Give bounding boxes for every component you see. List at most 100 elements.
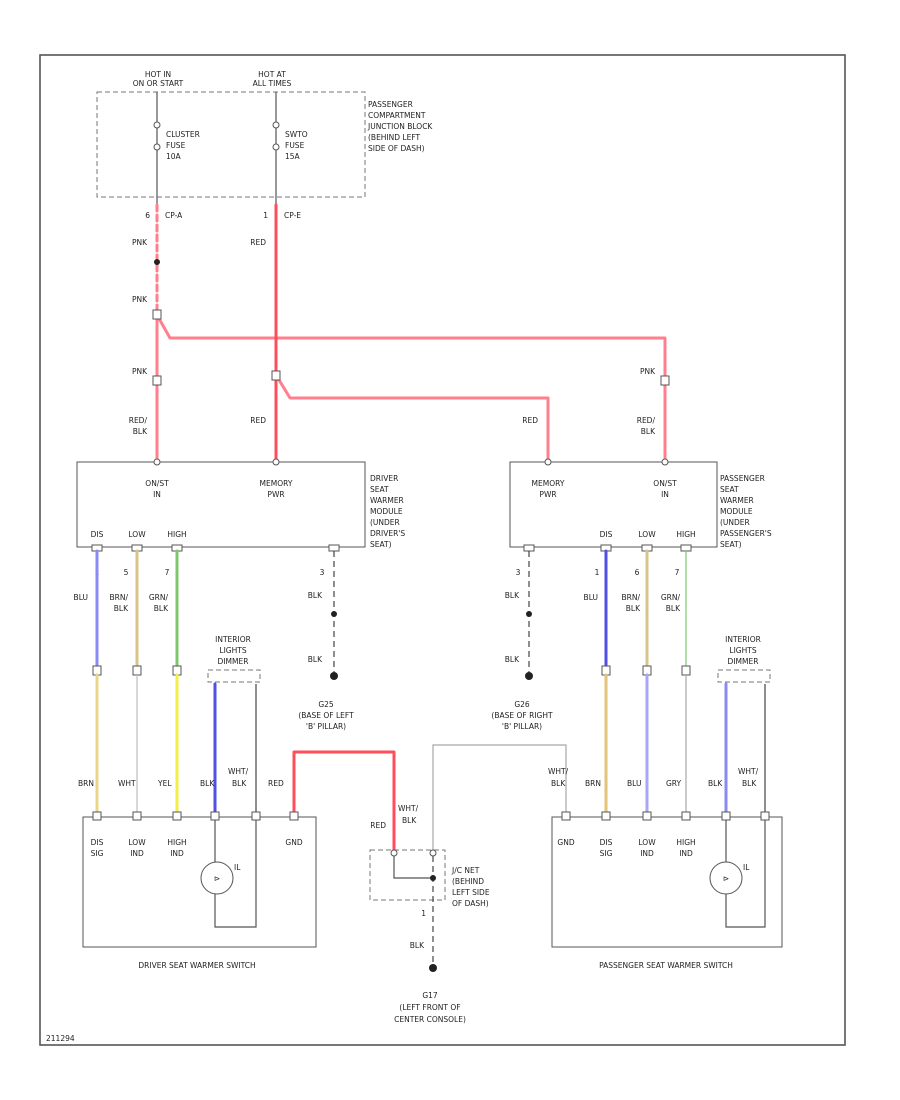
driver-gnd-blk-label-1: BLK bbox=[308, 591, 323, 600]
driver-brn-blk-label-1: BRN/ bbox=[110, 593, 129, 602]
power-wires: PNK PNK PNK PNK RED/ BLK RED/ BLK RED RE… bbox=[129, 203, 670, 462]
passenger-gnd-blk-label-1: BLK bbox=[505, 591, 520, 600]
red-blk-label-1b: BLK bbox=[133, 427, 148, 436]
pnk-wire-label-3: PNK bbox=[132, 367, 148, 376]
cluster-fuse-bottom-terminal bbox=[153, 143, 161, 151]
passenger-module-label-2: SEAT bbox=[720, 485, 739, 494]
pnk-splice-dot bbox=[154, 259, 160, 265]
cluster-fuse-label-1: CLUSTER bbox=[166, 130, 200, 139]
passenger-pin-num-1: 3 bbox=[516, 568, 521, 577]
driver-brn-blk-label-2: BLK bbox=[114, 604, 129, 613]
driver-seat-warmer-module: ON/ST IN MEMORY PWR DRIVER SEAT WARMER M… bbox=[76, 458, 405, 552]
passenger-switch-low-2: IND bbox=[640, 849, 654, 858]
cp-a-pin-number: 6 bbox=[145, 211, 150, 220]
driver-gnd-blk-label-2: BLK bbox=[308, 655, 323, 664]
cp-e-connector-label: CP-E bbox=[284, 211, 301, 220]
jc-label-4: OF DASH) bbox=[452, 899, 489, 908]
driver-dimmer-blk-label: BLK bbox=[200, 779, 215, 788]
driver-module-pin-mem bbox=[272, 458, 280, 466]
driver-switch-pin-2 bbox=[132, 811, 142, 821]
passenger-switch-pin-2 bbox=[601, 811, 611, 821]
passenger-signal-wires: 3 1 6 7 BLK BLK G26 (BASE OF RIGHT 'B' P… bbox=[432, 549, 771, 850]
figure-id: 211294 bbox=[46, 1034, 75, 1043]
driver-yel-label: YEL bbox=[157, 779, 172, 788]
driver-brn-label: BRN bbox=[78, 779, 94, 788]
driver-switch-red-wire bbox=[292, 750, 396, 852]
passenger-switch-low-1: LOW bbox=[638, 838, 656, 847]
jc-label-1: J/C NET bbox=[451, 866, 480, 875]
g17-label-3: CENTER CONSOLE) bbox=[394, 1015, 466, 1024]
red-connector-1 bbox=[271, 370, 281, 381]
passenger-switch-high-2: IND bbox=[679, 849, 693, 858]
junction-block-label-5: SIDE OF DASH) bbox=[368, 144, 425, 153]
passenger-brn-label: BRN bbox=[585, 779, 601, 788]
passenger-pin-high-label: HIGH bbox=[676, 530, 695, 539]
pnk-wire-label-2: PNK bbox=[132, 295, 148, 304]
jc-internal-bus bbox=[393, 856, 433, 879]
diagram-frame bbox=[39, 54, 846, 1046]
jc-net-box bbox=[369, 849, 446, 901]
g25-label-1: G25 bbox=[318, 700, 334, 709]
driver-switch-ground-path: RED RED WHT/ BLK bbox=[268, 750, 419, 852]
driver-wht-blk-label-2: BLK bbox=[232, 779, 247, 788]
passenger-switch-gnd: GND bbox=[557, 838, 574, 847]
passenger-on-in-label-1: ON/ST bbox=[653, 479, 677, 488]
passenger-gry-label: GRY bbox=[666, 779, 682, 788]
driver-module-label-4: MODULE bbox=[370, 507, 403, 516]
driver-memory-pwr-label-2: PWR bbox=[267, 490, 284, 499]
driver-dimmer-label-2: LIGHTS bbox=[219, 646, 246, 655]
cluster-fuse-label-3: 10A bbox=[166, 152, 182, 161]
passenger-module-label-7: SEAT) bbox=[720, 540, 742, 549]
driver-switch-title: DRIVER SEAT WARMER SWITCH bbox=[138, 961, 255, 970]
red-wire-label-1: RED bbox=[250, 238, 266, 247]
passenger-gnd-blk-label-2: BLK bbox=[505, 655, 520, 664]
passenger-switch-title: PASSENGER SEAT WARMER SWITCH bbox=[599, 961, 733, 970]
red-wire-to-passenger bbox=[274, 373, 550, 462]
passenger-module-pin-gnd bbox=[523, 544, 535, 552]
passenger-switch-pin-1 bbox=[561, 811, 571, 821]
passenger-gnd-splice bbox=[526, 611, 532, 617]
cluster-fuse-label-2: FUSE bbox=[166, 141, 186, 150]
passenger-module-label-3: WARMER bbox=[720, 496, 754, 505]
driver-dimmer-label-3: DIMMER bbox=[218, 657, 249, 666]
driver-lamp-label: IL bbox=[234, 863, 241, 872]
driver-blu-label: BLU bbox=[74, 593, 88, 602]
passenger-pin-low-label: LOW bbox=[638, 530, 656, 539]
passenger-dimmer-label-3: DIMMER bbox=[728, 657, 759, 666]
passenger-pin-num-2: 1 bbox=[595, 568, 600, 577]
driver-module-pin-gnd bbox=[328, 544, 340, 552]
passenger-switch-pin-4 bbox=[681, 811, 691, 821]
jc-wht-blk-label-1: WHT/ bbox=[398, 804, 419, 813]
driver-pin-low-label: LOW bbox=[128, 530, 146, 539]
passenger-switch-pin-3 bbox=[642, 811, 652, 821]
hot-at-label-1: HOT AT bbox=[258, 70, 286, 79]
passenger-wht-blk-label-1: WHT/ bbox=[738, 767, 759, 776]
driver-pin-num-4: 3 bbox=[320, 568, 325, 577]
passenger-memory-pwr-label-1: MEMORY bbox=[532, 479, 565, 488]
driver-module-label-3: WARMER bbox=[370, 496, 404, 505]
driver-switch-low-1: LOW bbox=[128, 838, 146, 847]
g26-label-3: 'B' PILLAR) bbox=[502, 722, 542, 731]
passenger-switch-gnd-label-1: WHT/ bbox=[548, 767, 569, 776]
driver-lamp-glyph: ⊳ bbox=[214, 874, 220, 883]
pnk-connector-3 bbox=[660, 375, 670, 386]
driver-seat-warmer-switch: DIS SIG LOW IND HIGH IND GND ⊳ IL DRIVER… bbox=[82, 811, 317, 970]
driver-wht-label: WHT bbox=[118, 779, 136, 788]
swto-fuse-label-3: 15A bbox=[285, 152, 301, 161]
jc-wht-blk-label-2: BLK bbox=[402, 816, 417, 825]
swto-fuse-bottom-terminal bbox=[272, 143, 280, 151]
jc-pin-number: 1 bbox=[421, 909, 426, 918]
swto-fuse-top-terminal bbox=[272, 121, 280, 129]
junction-block-label-2: COMPARTMENT bbox=[368, 111, 426, 120]
passenger-module-label-6: PASSENGER'S bbox=[720, 529, 772, 538]
g17-label-1: G17 bbox=[422, 991, 438, 1000]
junction-block-label-4: (BEHIND LEFT bbox=[368, 133, 421, 142]
passenger-blu-lower-label: BLU bbox=[627, 779, 641, 788]
jc-pin-left bbox=[390, 849, 398, 857]
passenger-pin-dis-label: DIS bbox=[600, 530, 613, 539]
passenger-lamp-label: IL bbox=[743, 863, 750, 872]
junction-block-label-1: PASSENGER bbox=[368, 100, 413, 109]
driver-pin-dis-label: DIS bbox=[91, 530, 104, 539]
driver-switch-low-2: IND bbox=[130, 849, 144, 858]
